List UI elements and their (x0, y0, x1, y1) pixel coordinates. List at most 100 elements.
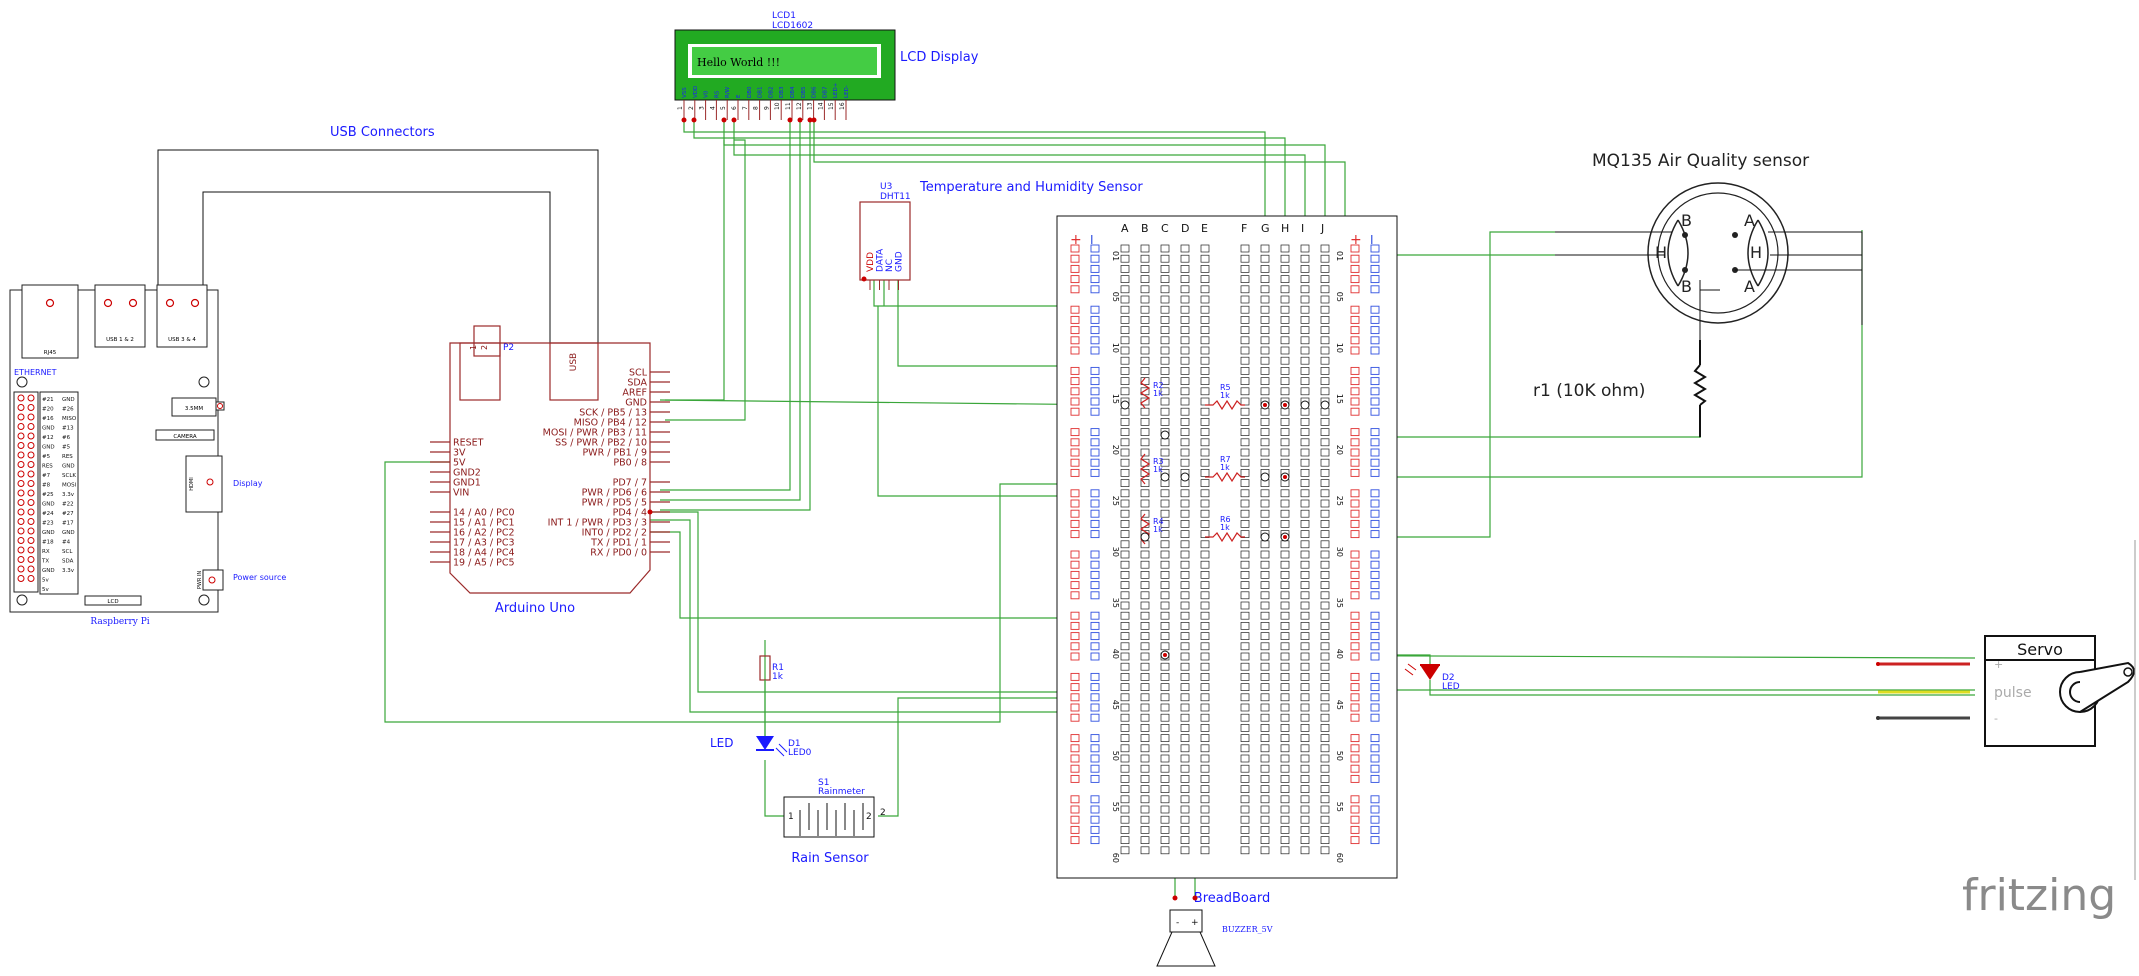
servo-title: Servo (2017, 640, 2063, 659)
bb-hole (1320, 550, 1330, 559)
ethernet-label: ETHERNET (14, 368, 57, 377)
rpi-pin-label-right: SCL (62, 549, 73, 555)
lcd-pin-label: E (736, 94, 742, 98)
bb-rail-hole (1070, 377, 1080, 386)
bb-hole (1200, 622, 1210, 630)
rail-minus-right: I (1370, 233, 1374, 247)
bb-rail-hole (1070, 815, 1080, 824)
bb-hole (1240, 316, 1250, 324)
bb-hole (1280, 295, 1290, 304)
bb-hole (1260, 662, 1270, 671)
mq-pin-a-bottom: A (1744, 277, 1755, 296)
bb-hole (1240, 540, 1250, 549)
bb-rail-hole (1350, 754, 1360, 763)
arduino-pin-label: GND2 (453, 468, 481, 479)
bb-rail-hole (1090, 397, 1100, 406)
arduino-pin-label: GND (625, 398, 647, 409)
bb-row-number: 25 (1335, 496, 1344, 506)
gpio-hole (17, 575, 25, 582)
bb-hole (1300, 703, 1310, 712)
lcd-junction (721, 117, 727, 123)
bb-hole (1260, 703, 1270, 712)
bb-rail-hole (1350, 560, 1360, 569)
bb-hole (1240, 754, 1250, 763)
bb-hole (1240, 438, 1250, 447)
bb-rail-hole (1090, 468, 1100, 477)
arduino-pin-label: SDA (627, 378, 647, 389)
bb-rail-hole (1070, 703, 1080, 712)
bb-rail-hole (1070, 489, 1080, 498)
bb-hole (1260, 642, 1270, 651)
bb-rail-hole (1350, 275, 1360, 284)
bb-hole (1300, 632, 1310, 640)
arduino-pin-label: PWR / PD5 / 5 (582, 498, 647, 509)
rj45-label: RJ45 (44, 350, 57, 356)
rpi-pin-label-right: MISO (62, 416, 77, 422)
bb-hole (1160, 642, 1170, 651)
bb-hole (1300, 611, 1310, 620)
bb-hole (1120, 295, 1130, 304)
bb-hole (1240, 815, 1250, 824)
bb-hole (1280, 713, 1290, 722)
bb-hole (1160, 377, 1170, 385)
bb-hole (1260, 744, 1270, 753)
arduino-pin-label: 15 / A1 / PC1 (453, 518, 515, 529)
bb-rail-hole (1070, 764, 1080, 773)
resistor-value: 1k (1220, 463, 1230, 472)
bb-hole (1320, 815, 1330, 824)
bb-rail-hole (1070, 458, 1080, 467)
bb-rail-hole (1090, 550, 1100, 559)
bb-rail-hole (1090, 244, 1100, 253)
bb-hole (1140, 356, 1150, 365)
bb-rail-hole (1350, 774, 1360, 783)
bb-hole (1260, 836, 1270, 844)
bb-hole (1120, 367, 1130, 375)
bb-rail-hole (1090, 825, 1100, 834)
bb-hole (1240, 683, 1250, 691)
bb-hole (1200, 581, 1210, 589)
bb-rail-hole (1090, 836, 1100, 845)
bb-rail-hole (1350, 489, 1360, 498)
bb-hole (1200, 775, 1210, 783)
bb-rail-hole (1350, 764, 1360, 773)
bb-rail-hole (1090, 366, 1100, 375)
bb-hole (1280, 744, 1290, 753)
hdmi-port (185, 455, 223, 513)
bb-junction-ring (1140, 532, 1150, 542)
bb-hole (1180, 428, 1190, 436)
arduino-pin-label: MISO / PB4 / 12 (574, 418, 647, 429)
bb-row-number: 50 (1111, 751, 1120, 761)
bb-hole (1260, 673, 1270, 681)
bb-hole (1140, 397, 1150, 406)
bb-hole (1200, 734, 1210, 742)
bb-hole (1180, 652, 1190, 661)
bb-rail-hole (1370, 489, 1380, 498)
bb-hole (1280, 265, 1290, 273)
bb-hole (1200, 326, 1210, 334)
bb-hole (1240, 846, 1250, 855)
gpio-hole (17, 394, 25, 402)
bb-hole (1160, 815, 1170, 824)
arduino-pin-label: SCL (629, 368, 648, 379)
bb-hole (1160, 764, 1170, 773)
bb-hole (1300, 316, 1310, 324)
bb-hole (1180, 397, 1190, 406)
bb-junction-ring (1320, 400, 1330, 410)
bb-rail-hole (1350, 519, 1360, 528)
bb-hole (1160, 560, 1170, 569)
bb-hole (1280, 846, 1290, 855)
raspberry-pi-title: Raspberry Pi (90, 617, 149, 627)
bb-hole (1320, 316, 1330, 324)
bb-rail-hole (1370, 744, 1380, 753)
bb-hole (1320, 540, 1330, 549)
bb-hole (1160, 316, 1170, 324)
bb-row-number: 35 (1111, 598, 1120, 608)
bb-hole (1320, 642, 1330, 651)
bb-hole (1300, 509, 1310, 518)
bb-hole (1200, 662, 1210, 671)
bb-hole (1200, 550, 1210, 559)
bb-hole (1300, 367, 1310, 375)
bb-hole (1200, 356, 1210, 365)
rpi-pin-label-right: 3.3v (62, 568, 75, 574)
bb-rail-hole (1350, 244, 1360, 253)
